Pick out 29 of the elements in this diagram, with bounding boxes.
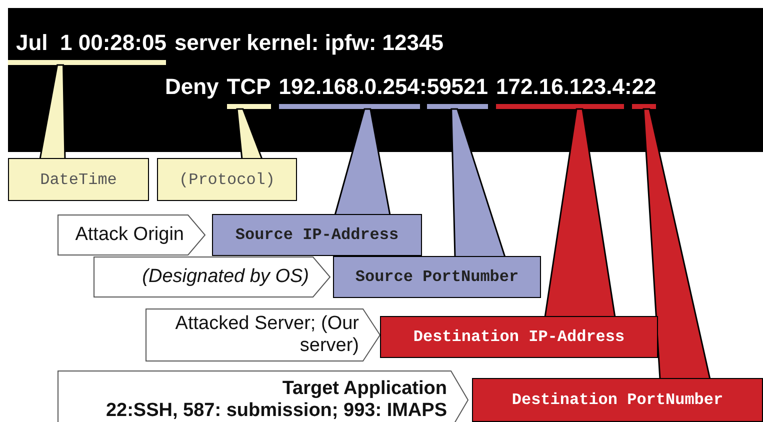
callout-pointer [450,108,506,258]
description: Attacked Server; (Our server) [174,313,359,357]
log-field: 172.16.123.4 [496,74,624,109]
pointer-label [93,256,331,298]
log-text: server kernel: ipfw: 12345 [174,30,444,57]
log-field: Jul 1 00:28:05 [8,30,166,65]
callout-pointer [642,108,711,380]
callout-pointer [39,64,66,160]
log-text: Deny [165,74,219,101]
callout-box: Destination IP-Address [380,316,658,358]
pointer-label [57,214,206,256]
callout-box: Source IP-Address [212,214,422,256]
log-field: 192.168.0.254 [278,74,420,109]
log-field: TCP [226,74,271,109]
callout-box: Source PortNumber [333,256,541,298]
heading: Target Application [282,378,447,400]
log-field: 59521 [426,74,488,109]
log-field: 22 [632,74,656,109]
description: (Designated by OS) [142,266,309,288]
description: 22:SSH, 587: submission; 993: IMAPS [106,400,447,422]
log-text: : [420,74,427,101]
pointer-label [145,308,381,362]
callout-pointer [544,108,616,318]
log-text: : [624,74,632,101]
callout-pointer [236,108,264,160]
pointer-label [57,370,469,422]
description: Attack Origin [75,224,184,246]
callout-box: Destination PortNumber [472,378,763,422]
callout-pointer [334,108,391,216]
